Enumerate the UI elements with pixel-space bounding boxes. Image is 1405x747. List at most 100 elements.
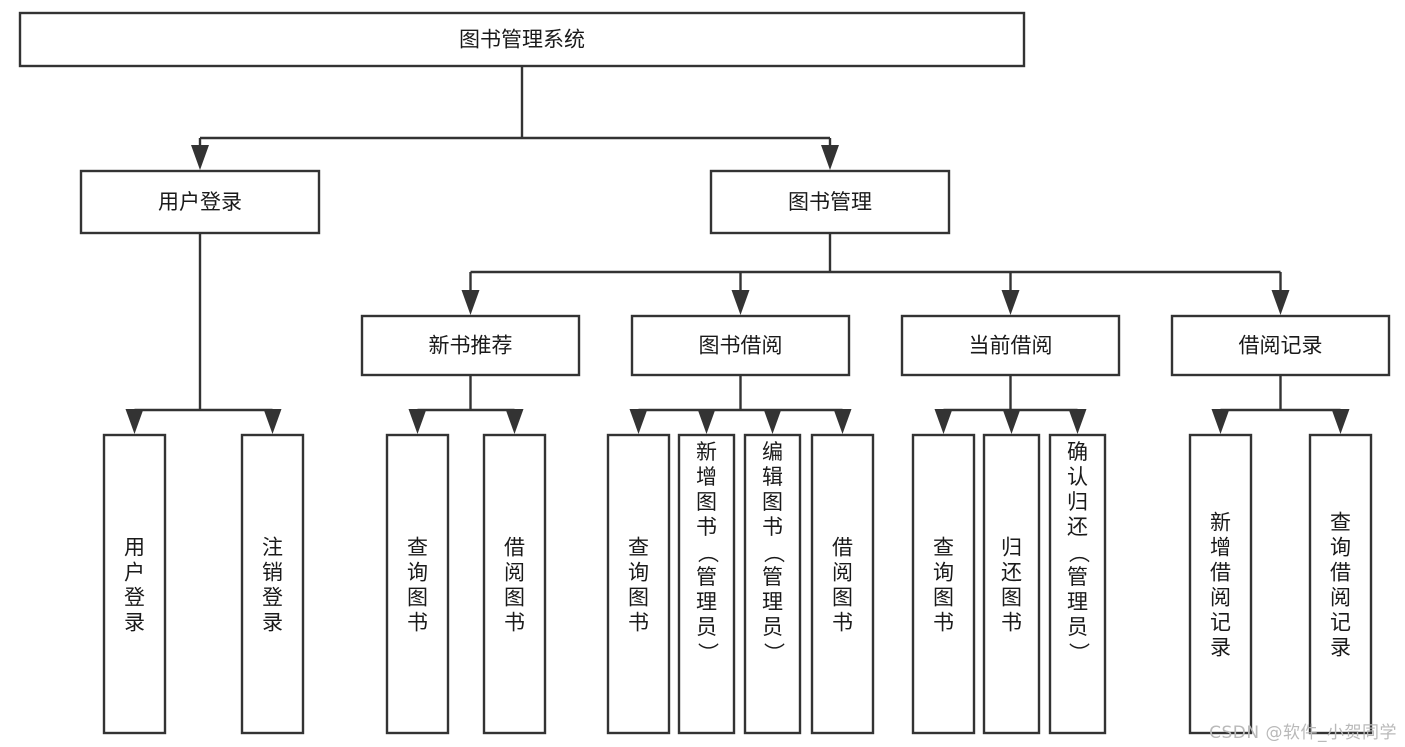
node-label-char: 书 [407, 611, 428, 635]
arrow-head-icon [731, 290, 750, 315]
node-box [240, 433, 305, 735]
node-label-char: 员 [1067, 615, 1088, 639]
edge-group-user-login [125, 233, 282, 434]
node-leaf-user-login[interactable]: 用户登录 [102, 433, 167, 735]
node-label-char: 书 [933, 611, 954, 635]
edges-layer [125, 66, 1350, 434]
node-label-char: 阅 [832, 561, 853, 585]
node-root[interactable]: 图书管理系统 [18, 11, 1026, 68]
node-label: 用户登录 [158, 190, 242, 214]
node-box [1308, 433, 1373, 735]
node-borrow-record[interactable]: 借阅记录 [1170, 314, 1391, 377]
node-book-manage[interactable]: 图书管理 [709, 169, 951, 235]
node-label-char: 记 [1330, 611, 1351, 635]
edge-group-book-manage [461, 233, 1290, 315]
node-label-char: 增 [1210, 536, 1231, 560]
nodes-layer: 图书管理系统用户登录图书管理新书推荐图书借阅当前借阅借阅记录用户登录注销登录查询… [18, 11, 1391, 735]
node-label-char: 理 [1067, 590, 1088, 614]
node-box [18, 11, 1026, 68]
node-label-char: 还 [1067, 515, 1088, 539]
node-label-char: （ [696, 542, 720, 563]
node-box [709, 169, 951, 235]
node-label-char: 询 [407, 561, 428, 585]
edge-group-new-book-rec [408, 375, 524, 434]
node-label-char: 员 [762, 615, 783, 639]
node-label-char: 录 [1210, 636, 1231, 660]
node-box [102, 433, 167, 735]
node-label-char: ） [696, 642, 720, 663]
node-label: 借阅记录 [1239, 334, 1323, 358]
node-label-char: 图 [832, 586, 853, 610]
node-label-char: ） [762, 642, 786, 663]
node-label-char: 查 [1330, 511, 1351, 535]
node-label-char: 书 [696, 515, 717, 539]
node-label-char: 询 [933, 561, 954, 585]
node-label-char: 还 [1001, 561, 1022, 585]
node-label-char: 确 [1067, 440, 1088, 464]
node-label-char: 图 [504, 586, 525, 610]
node-label-char: 管 [762, 565, 783, 589]
node-label-char: 图 [933, 586, 954, 610]
node-label-char: 图 [696, 490, 717, 514]
arrow-head-icon [125, 409, 144, 434]
node-label-char: 询 [1330, 536, 1351, 560]
node-book-borrow[interactable]: 图书借阅 [630, 314, 851, 377]
node-label-char: 新 [696, 440, 717, 464]
node-label-char: ） [1067, 642, 1091, 663]
node-user-login[interactable]: 用户登录 [79, 169, 321, 235]
node-new-book-rec[interactable]: 新书推荐 [360, 314, 581, 377]
arrow-head-icon [1001, 290, 1020, 315]
node-box [360, 314, 581, 377]
node-label-char: 书 [628, 611, 649, 635]
node-box [606, 433, 671, 735]
node-label-char: 员 [696, 615, 717, 639]
arrow-head-icon [697, 409, 716, 434]
node-current-borrow[interactable]: 当前借阅 [900, 314, 1121, 377]
node-label-char: 查 [407, 536, 428, 560]
arrow-head-icon [1331, 409, 1350, 434]
node-label-char: 借 [832, 536, 853, 560]
node-box [1048, 433, 1107, 735]
node-label-char: 书 [832, 611, 853, 635]
node-label-char: 查 [933, 536, 954, 560]
arrow-head-icon [263, 409, 282, 434]
node-label-char: 用 [124, 536, 145, 560]
node-label-char: 图 [628, 586, 649, 610]
node-label-char: 户 [124, 561, 145, 585]
node-label: 当前借阅 [969, 334, 1053, 358]
node-label-char: 认 [1067, 465, 1088, 489]
node-label-char: 管 [1067, 565, 1088, 589]
arrow-head-icon [1068, 409, 1087, 434]
node-label-char: 归 [1067, 490, 1088, 514]
arrow-head-icon [1211, 409, 1230, 434]
node-label-char: 阅 [1330, 586, 1351, 610]
node-box [900, 314, 1121, 377]
node-label-char: 新 [1210, 511, 1231, 535]
node-box [630, 314, 851, 377]
arrow-head-icon [461, 290, 480, 315]
node-label: 图书管理 [788, 190, 872, 214]
node-label-char: 书 [1001, 611, 1022, 635]
node-box [79, 169, 321, 235]
node-label-char: （ [762, 542, 786, 563]
node-label-char: 注 [262, 536, 283, 560]
node-label: 图书管理系统 [459, 28, 585, 52]
edge-group-borrow-record [1211, 375, 1350, 434]
node-label-char: 编 [762, 440, 783, 464]
node-label-char: 录 [262, 611, 283, 635]
node-label-char: 理 [696, 590, 717, 614]
node-label-char: 销 [262, 561, 283, 585]
